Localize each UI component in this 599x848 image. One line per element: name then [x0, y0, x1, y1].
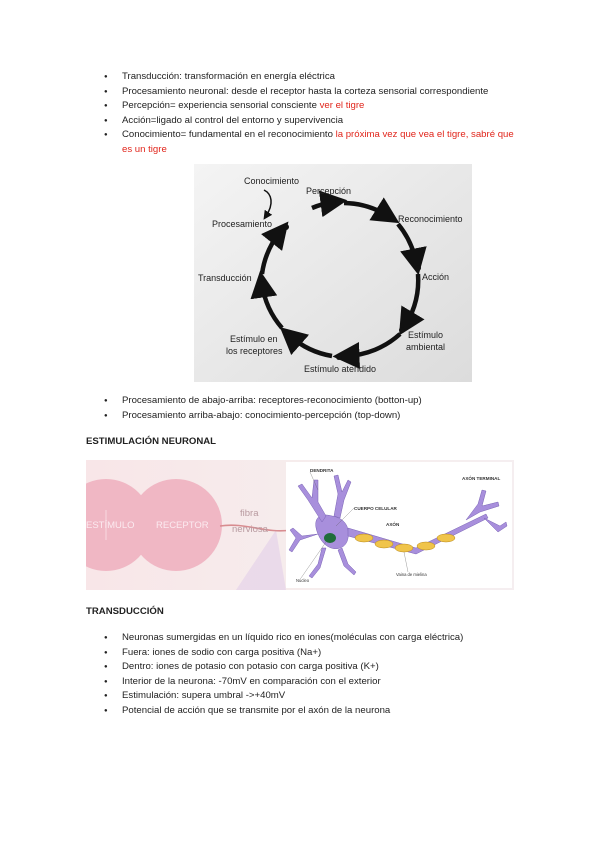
receptor-bubble [130, 479, 222, 571]
cycle-nodes [259, 199, 421, 360]
label-estimulo-ambiental: Estímulo [408, 330, 443, 340]
neural-stimulation-figure: ESTÍMULO RECEPTOR fibra nerviosa DENDRIT… [86, 460, 514, 590]
fiber-label-2: nerviosa [232, 524, 269, 535]
cuerpo-label: CUERPO CELULAR [354, 506, 398, 511]
list-item: Potencial de acción que se transmite por… [104, 704, 463, 719]
nucleus [324, 533, 336, 543]
list-item: Dentro: iones de potasio con potasio con… [104, 660, 463, 675]
label-transduccion: Transducción [198, 273, 252, 283]
bullet-list-processing: Procesamiento de abajo-arriba: receptore… [104, 394, 422, 423]
nucleo-label: Núcleo [296, 578, 310, 583]
bullet-list-transduction: Neuronas sumergidas en un líquido rico e… [104, 631, 463, 719]
stimulus-label: ESTÍMULO [86, 520, 135, 531]
list-item: Transducción: transformación en energía … [104, 70, 517, 85]
label-estimulo-receptores: Estímulo en [230, 334, 278, 344]
list-item: Procesamiento arriba-abajo: conocimiento… [104, 409, 422, 424]
receptor-label: RECEPTOR [156, 520, 209, 531]
axon-label: AXÓN [386, 520, 400, 527]
myelin-sheath [354, 533, 456, 553]
dendrita-label: DENDRITA [310, 468, 334, 473]
list-item: Procesamiento de abajo-arriba: receptore… [104, 394, 422, 409]
top-down-arrow [263, 189, 273, 220]
list-item: Interior de la neurona: -70mV en compara… [104, 675, 463, 690]
fiber-label: fibra [240, 508, 259, 519]
label-percepcion: Percepción [306, 186, 351, 196]
list-item: Fuera: iones de sodio con carga positiva… [104, 646, 463, 661]
perception-cycle-diagram: Conocimiento Percepción Reconocimiento P… [194, 164, 472, 382]
label-conocimiento: Conocimiento [244, 176, 299, 186]
label-estimulo-ambiental-2: ambiental [406, 342, 445, 352]
label-estimulo-atendido: Estímulo atendido [304, 364, 376, 374]
heading-estimulacion: ESTIMULACIÓN NEURONAL [86, 436, 217, 447]
cycle-arrows [250, 190, 427, 369]
bullet-list-cycle: Transducción: transformación en energía … [104, 70, 517, 158]
list-item: Estimulación: supera umbral ->+40mV [104, 689, 463, 704]
heading-transduccion: TRANSDUCCIÓN [86, 606, 164, 617]
label-estimulo-receptores-2: los receptores [226, 346, 283, 356]
label-procesamiento: Procesamiento [212, 219, 272, 229]
label-accion: Acción [422, 272, 449, 282]
list-item: Neuronas sumergidas en un líquido rico e… [104, 631, 463, 646]
stimulus-bubble [86, 479, 152, 571]
list-item: Conocimiento= fundamental en el reconoci… [104, 128, 517, 157]
list-item: Procesamiento neuronal: desde el recepto… [104, 85, 517, 100]
list-item: Acción=ligado al control del entorno y s… [104, 114, 517, 129]
label-reconocimiento: Reconocimiento [398, 214, 463, 224]
axon-terminal-label: AXÓN TERMINAL [462, 474, 500, 481]
list-item: Percepción= experiencia sensorial consci… [104, 99, 517, 114]
vaina-label: Vaina de mielina [396, 572, 427, 577]
nerve-fiber-line [219, 524, 292, 532]
